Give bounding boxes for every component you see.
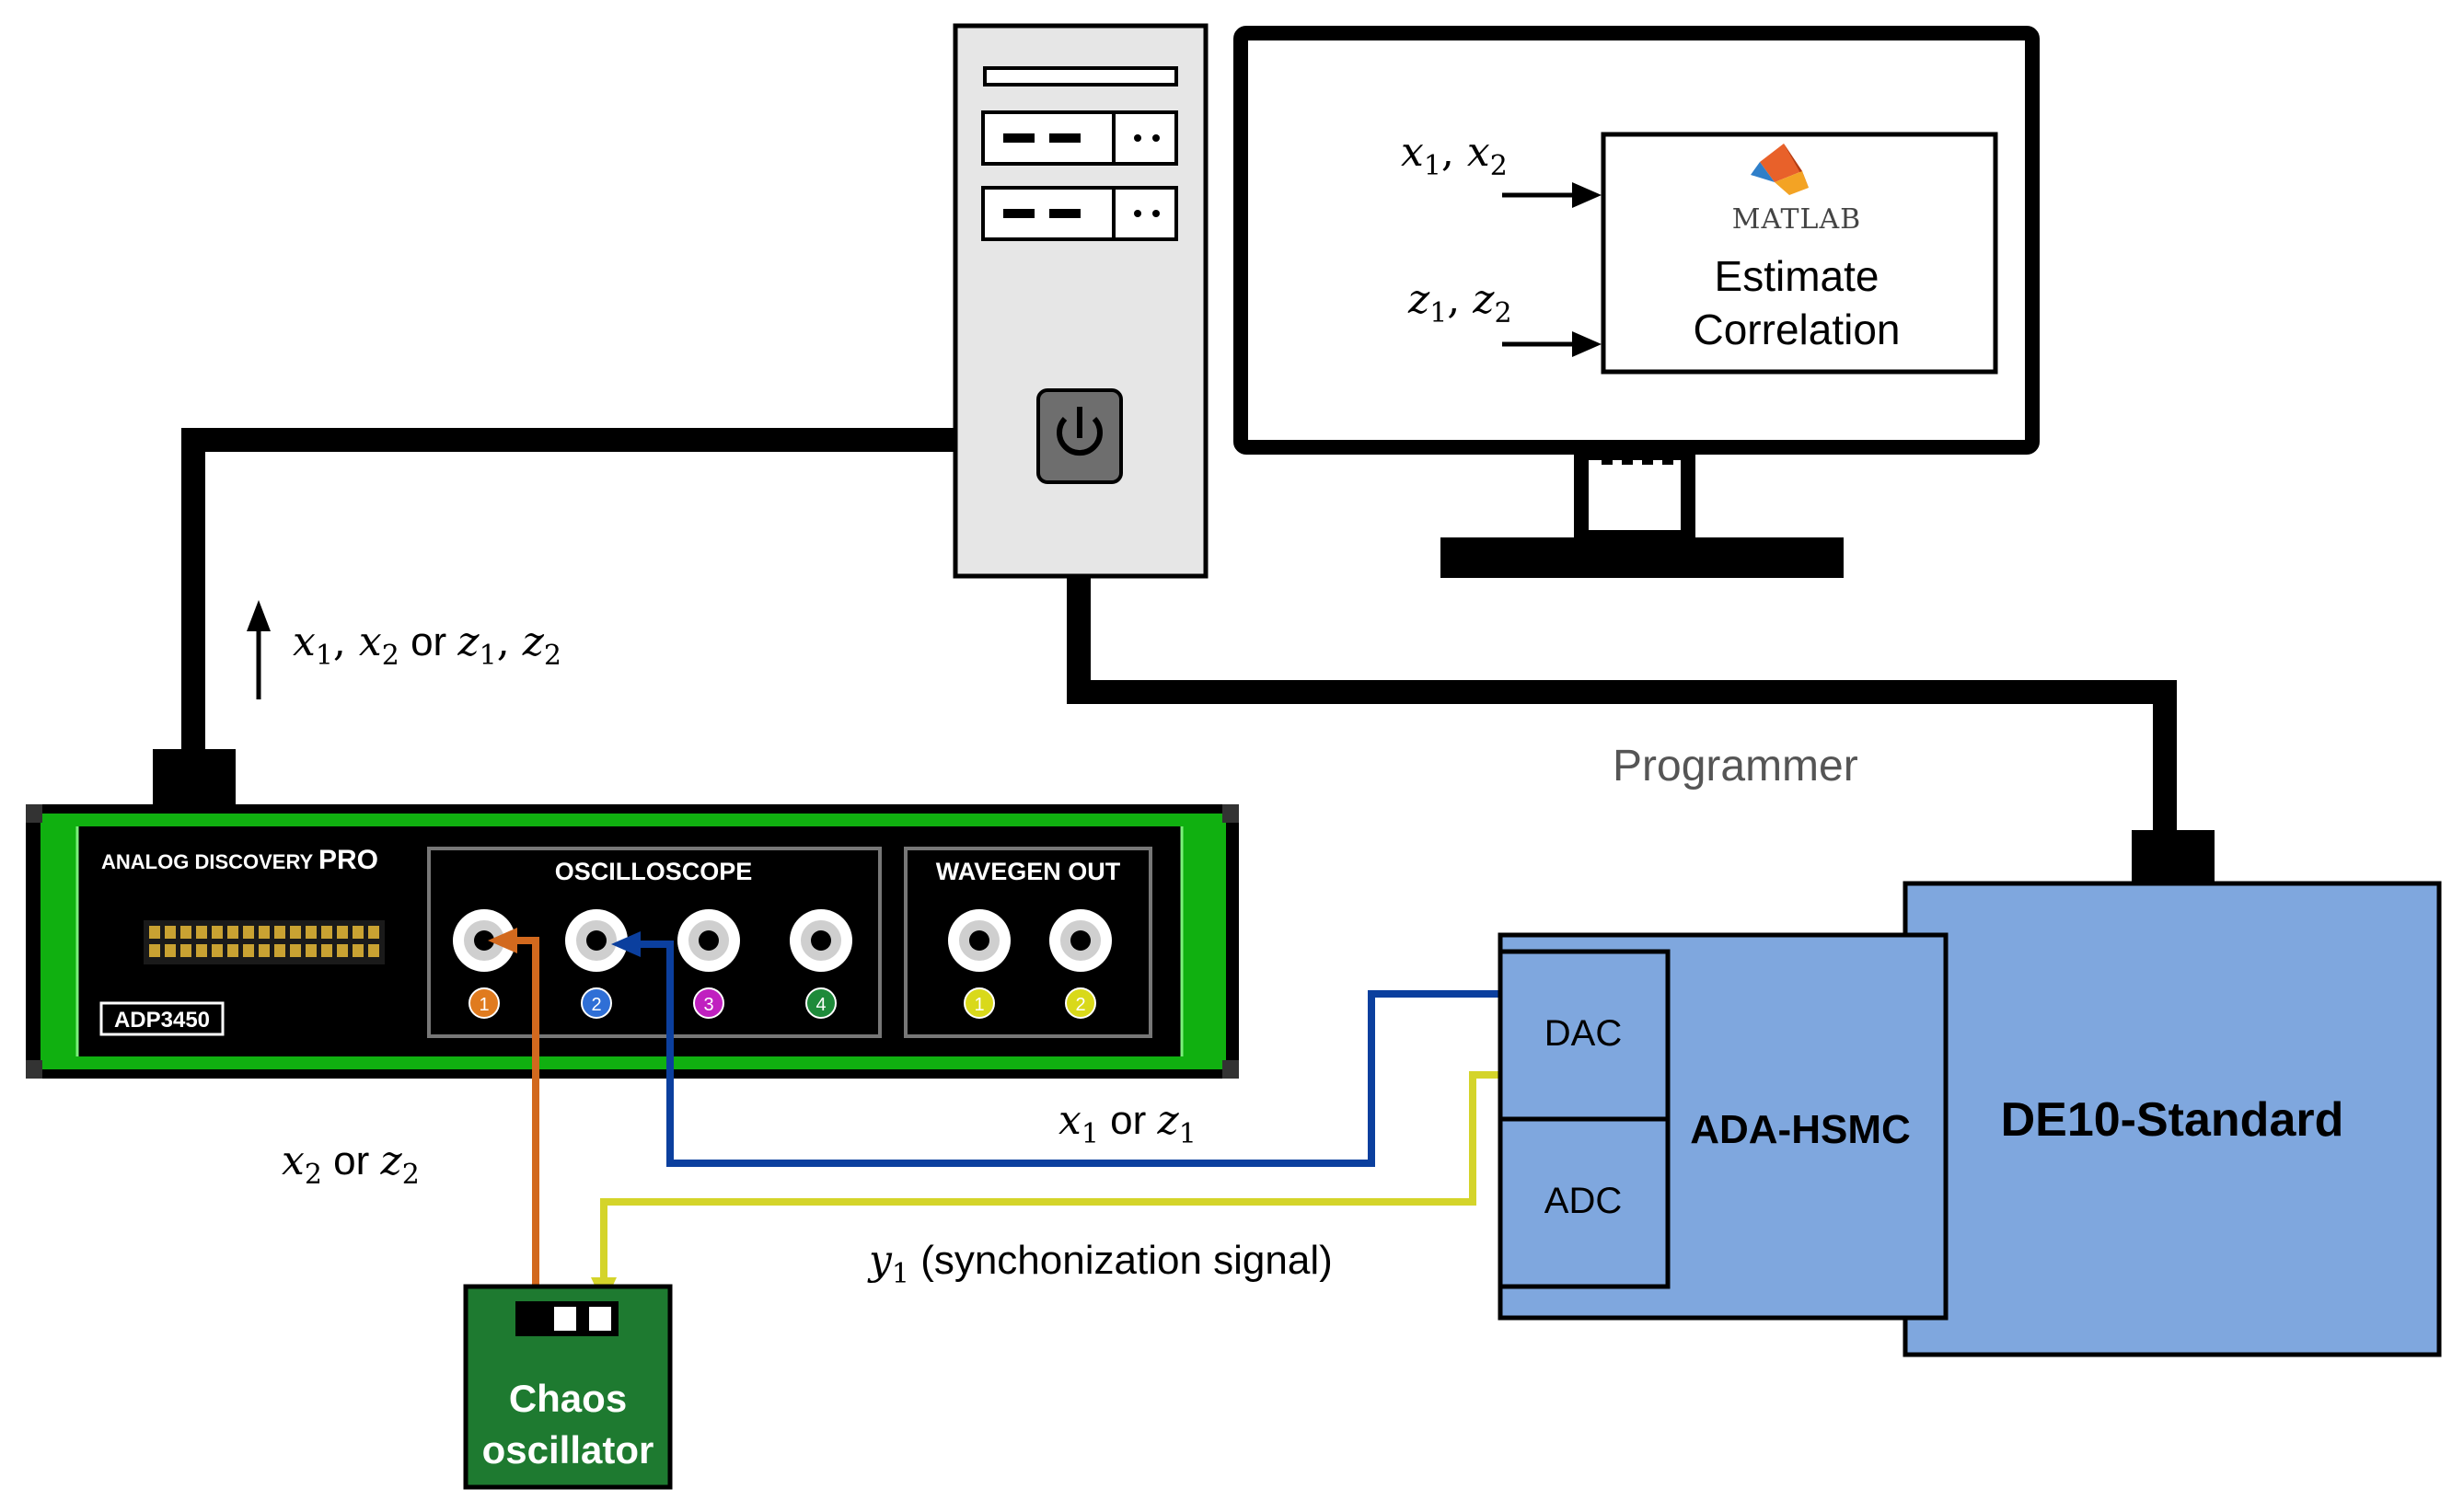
- wavegen-title: WAVEGEN OUT: [936, 858, 1121, 885]
- dac-block: DAC: [1498, 949, 1671, 1122]
- input-arrow-x: [1502, 182, 1602, 208]
- input-label-z: z1, z2: [1407, 276, 1512, 329]
- dio-pin: [368, 944, 379, 957]
- scope-channel-3-number: 3: [703, 995, 713, 1015]
- input-arrow-z: [1502, 331, 1602, 357]
- upload-arrow: [247, 600, 271, 699]
- dio-pin: [149, 944, 160, 957]
- dio-pin: [290, 944, 301, 957]
- chaos-label-line2: oscillator: [482, 1428, 654, 1472]
- wavegen-channel-1[interactable]: 1: [948, 909, 1011, 1019]
- dio-pin: [353, 926, 364, 939]
- dio-pin: [306, 926, 317, 939]
- pc-tower: [953, 23, 1209, 579]
- matlab-logo-text: MATLAB: [1732, 203, 1861, 236]
- dio-pin: [212, 944, 223, 957]
- scope-channel-2-number: 2: [591, 995, 601, 1015]
- drive-bay-1: [981, 110, 1178, 166]
- usb-connector-adp: [153, 749, 236, 804]
- dio-pin: [306, 944, 317, 957]
- dio-pin: [165, 926, 176, 939]
- adc-block: ADC: [1498, 1116, 1671, 1289]
- monitor: MATLAB Estimate Correlation x1, x2 z1, z…: [1233, 26, 2040, 578]
- monitor-base: [1440, 537, 1844, 578]
- dio-pin: [227, 926, 238, 939]
- adc-label: ADC: [1544, 1181, 1622, 1221]
- wavegen-channel-2[interactable]: 2: [1049, 909, 1112, 1019]
- wavegen-channel-2-number: 2: [1075, 995, 1085, 1015]
- optical-drive-slot: [983, 66, 1178, 87]
- dio-pin: [337, 944, 348, 957]
- dio-pin: [196, 926, 207, 939]
- dio-pin: [243, 944, 254, 957]
- de10-standard-board: DE10-Standard: [1903, 830, 2442, 1357]
- dac-label: DAC: [1544, 1013, 1622, 1054]
- scope-channel-1[interactable]: 1: [453, 909, 515, 1019]
- oscillator-connector: [515, 1301, 619, 1336]
- usb-connector-fpga: [2132, 830, 2215, 885]
- adp-brand: ANALOG DISCOVERY PRO: [101, 845, 378, 875]
- dio-pin: [259, 926, 270, 939]
- dio-pin: [368, 926, 379, 939]
- usb-cable-pc-to-adp: [181, 428, 957, 764]
- wire-orange-x2: [488, 928, 539, 1309]
- monitor-neck: [1574, 445, 1695, 545]
- scope-channel-3[interactable]: 3: [677, 909, 740, 1019]
- dio-pin: [212, 926, 223, 939]
- dio-pin: [274, 926, 285, 939]
- dio-pin: [337, 926, 348, 939]
- scope-ports: 1 2 3 4: [453, 909, 852, 1019]
- dio-pin: [321, 926, 332, 939]
- dio-pin: [321, 944, 332, 957]
- dio-pin: [165, 944, 176, 957]
- dio-pin: [290, 926, 301, 939]
- de10-label: DE10-Standard: [2001, 1093, 2344, 1147]
- chaos-label-line1: Chaos: [509, 1377, 627, 1420]
- dio-pin: [353, 944, 364, 957]
- ada-hsmc-board: ADA-HSMC DAC ADC: [1498, 932, 1949, 1321]
- chaos-oscillator: Chaos oscillator: [463, 1284, 673, 1490]
- dio-pin: [180, 926, 191, 939]
- oscilloscope-panel: OSCILLOSCOPE 1 2 3 4: [427, 847, 882, 1038]
- function-label-line2: Correlation: [1694, 306, 1901, 353]
- matlab-logo-icon: [1751, 144, 1809, 195]
- scope-channel-4-number: 4: [815, 995, 826, 1015]
- input-label-x: x1, x2: [1401, 129, 1508, 182]
- digital-io-header: [144, 920, 385, 964]
- adp-model: ADP3450: [114, 1008, 210, 1033]
- upload-label: x1, x2 or z1, z2: [293, 618, 561, 672]
- dio-pin: [274, 944, 285, 957]
- dio-pin: [180, 944, 191, 957]
- dio-pin: [227, 944, 238, 957]
- label-x1-or-z1: x1 or z1: [1058, 1097, 1197, 1150]
- dio-pin: [149, 926, 160, 939]
- scope-channel-1-number: 1: [479, 995, 489, 1015]
- wavegen-channel-1-number: 1: [974, 995, 984, 1015]
- dio-pin: [259, 944, 270, 957]
- estimate-correlation-block: MATLAB Estimate Correlation: [1601, 132, 1998, 375]
- label-sync-signal: y1 (synchonization signal): [867, 1237, 1333, 1290]
- label-x2-or-z2: x2 or z2: [282, 1137, 420, 1191]
- ada-hsmc-label: ADA-HSMC: [1690, 1107, 1911, 1152]
- dio-pin: [196, 944, 207, 957]
- adp-model-badge: ADP3450: [99, 1001, 225, 1036]
- scope-channel-2[interactable]: 2: [565, 909, 628, 1019]
- wire-blue-x1: [611, 931, 1498, 1167]
- programmer-label: Programmer: [1613, 742, 1858, 791]
- analog-discovery-pro: ANALOG DISCOVERY PRO ADP3450 OSCILLOSCOP…: [26, 749, 1239, 1079]
- function-label-line1: Estimate: [1715, 252, 1879, 300]
- oscilloscope-title: OSCILLOSCOPE: [555, 858, 753, 885]
- dio-pin: [243, 926, 254, 939]
- scope-channel-4[interactable]: 4: [790, 909, 852, 1019]
- drive-bay-2: [981, 186, 1178, 241]
- usb-cable-pc-to-fpga: [1067, 575, 2177, 839]
- power-icon[interactable]: [1036, 388, 1123, 484]
